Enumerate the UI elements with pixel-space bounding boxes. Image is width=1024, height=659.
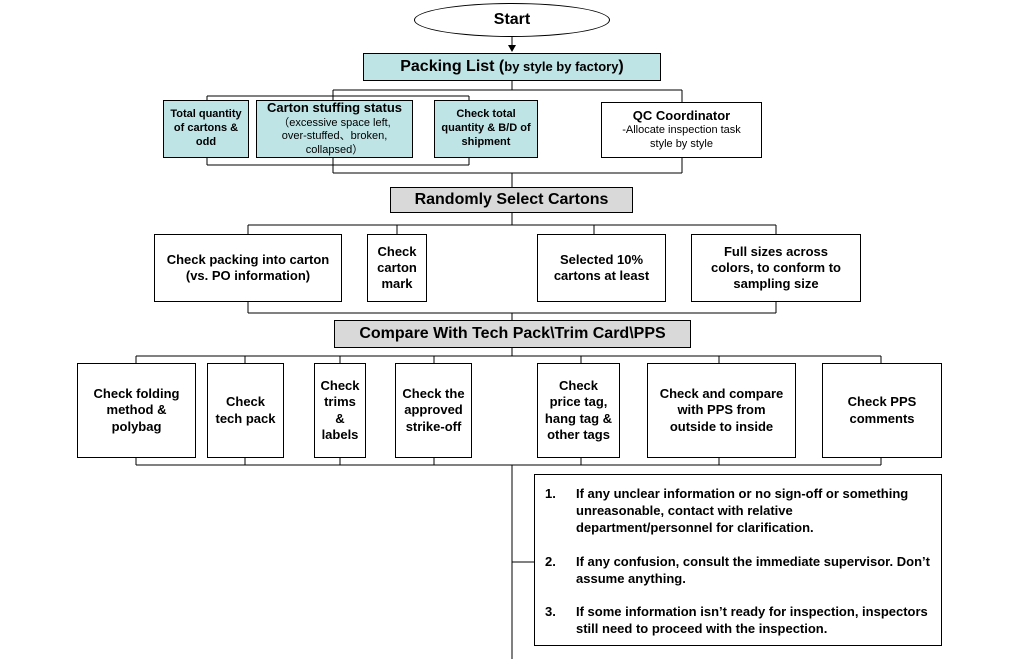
total-quantity-label: Total quantity of cartons & odd [170, 108, 242, 148]
carton-stuffing-box: Carton stuffing status （excessive space … [256, 100, 413, 158]
carton-stuffing-note: （excessive space left, over-stuffed、brok… [278, 116, 391, 157]
selected-ten-percent-box: Selected 10% cartons at least [537, 234, 666, 302]
check-trims-box: Check trims & labels [314, 363, 366, 458]
note-number: 2. [545, 554, 556, 569]
packing-list-close: ) [618, 58, 624, 75]
check-total-label: Check total quantity & B/D of shipment [441, 108, 531, 148]
notes-box: 1. If any unclear information or no sign… [534, 474, 942, 646]
check-tech-pack-label: Check tech pack [215, 394, 276, 426]
qc-coordinator-box: QC Coordinator -Allocate inspection task… [601, 102, 762, 158]
check-folding-label: Check folding method & polybag [93, 386, 180, 434]
qc-coordinator-note: -Allocate inspection task style by style [622, 124, 741, 151]
full-sizes-label: Full sizes across colors, to conform to … [711, 243, 841, 292]
check-trims-label: Check trims & labels [320, 378, 360, 442]
total-quantity-box: Total quantity of cartons & odd [163, 100, 249, 158]
qc-coordinator-title: QC Coordinator [632, 108, 731, 124]
packing-list-label: Packing List ( [400, 58, 505, 75]
check-packing-label: Check packing into carton (vs. PO inform… [166, 251, 330, 283]
check-price-tag-label: Check price tag, hang tag & other tags [544, 378, 613, 442]
check-compare-pps-box: Check and compare with PPS from outside … [647, 363, 796, 458]
note-number: 1. [545, 486, 556, 501]
check-pps-comments-label: Check PPS comments [847, 394, 917, 426]
check-folding-box: Check folding method & polybag [77, 363, 196, 458]
compare-box: Compare With Tech Pack\Trim Card\PPS [334, 320, 691, 348]
random-select-box: Randomly Select Cartons [390, 187, 633, 213]
check-total-box: Check total quantity & B/D of shipment [434, 100, 538, 158]
check-pps-comments-box: Check PPS comments [822, 363, 942, 458]
check-carton-mark-box: Check carton mark [367, 234, 427, 302]
check-tech-pack-box: Check tech pack [207, 363, 284, 458]
note-number: 3. [545, 604, 556, 619]
check-compare-pps-label: Check and compare with PPS from outside … [659, 386, 784, 434]
check-price-tag-box: Check price tag, hang tag & other tags [537, 363, 620, 458]
check-strike-off-label: Check the approved strike-off [402, 386, 465, 434]
note-text: If any confusion, consult the immediate … [576, 554, 930, 587]
check-carton-mark-label: Check carton mark [377, 243, 417, 292]
selected-ten-percent-label: Selected 10% cartons at least [553, 251, 650, 283]
check-packing-box: Check packing into carton (vs. PO inform… [154, 234, 342, 302]
check-strike-off-box: Check the approved strike-off [395, 363, 472, 458]
carton-stuffing-title: Carton stuffing status [266, 100, 403, 116]
packing-list-sub: by style by factory [504, 58, 619, 74]
note-text: If any unclear information or no sign-of… [576, 486, 909, 536]
compare-label: Compare With Tech Pack\Trim Card\PPS [359, 325, 666, 342]
packing-list-box: Packing List (by style by factory) [363, 53, 661, 81]
note-text: If some information isn’t ready for insp… [576, 604, 928, 637]
random-select-label: Randomly Select Cartons [414, 191, 609, 208]
start-label: Start [493, 11, 531, 28]
start-node: Start [414, 3, 610, 37]
full-sizes-box: Full sizes across colors, to conform to … [691, 234, 861, 302]
